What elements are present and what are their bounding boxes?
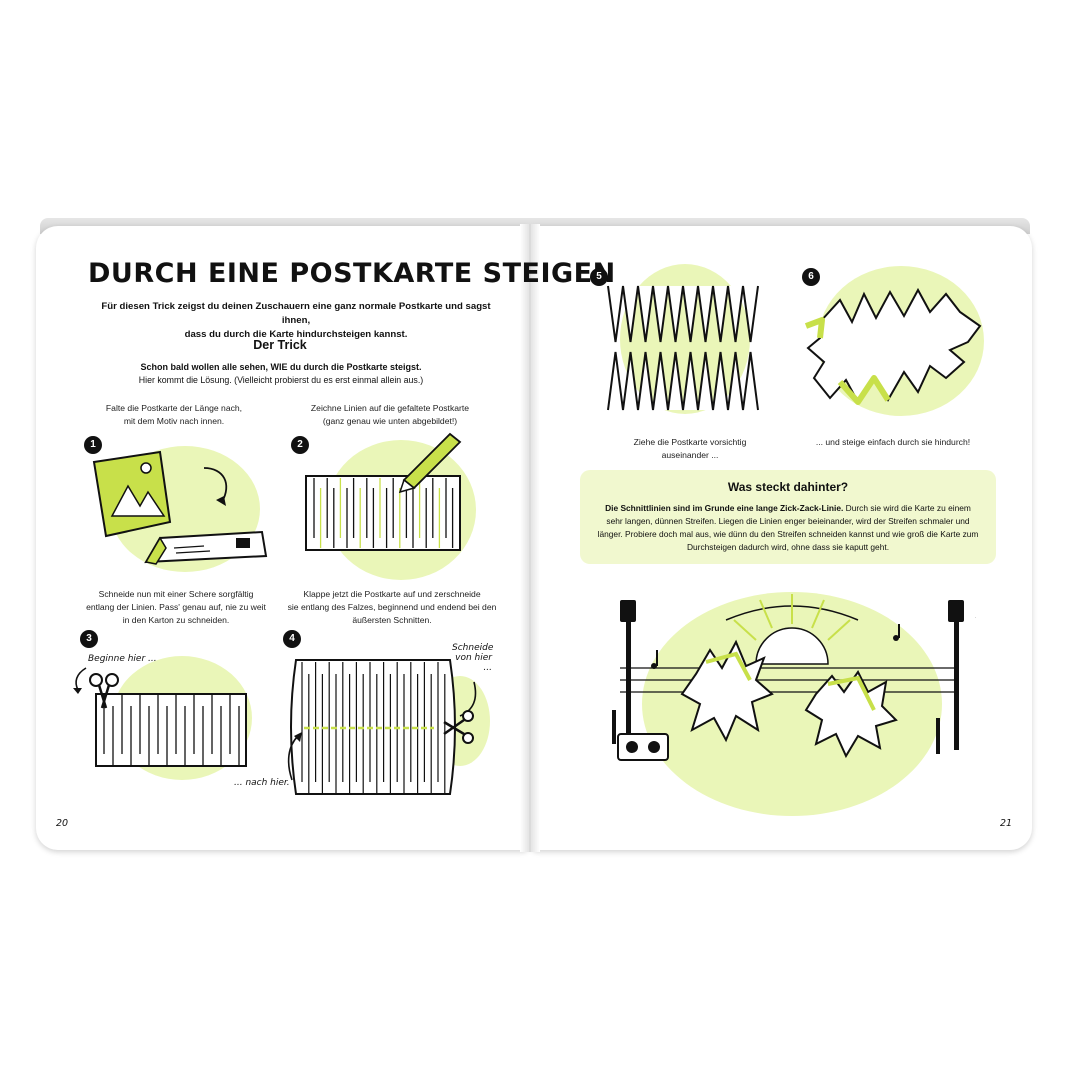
step-1-line-2: mit dem Motiv nach innen.: [123, 416, 225, 426]
step-3-line-1: Schneide nun mit einer Schere sorgfältig: [98, 589, 254, 599]
label-beginne-hier: Beginne hier ...: [88, 654, 157, 664]
step-6-badge: 6: [802, 268, 820, 286]
step-5-line-1: Ziehe die Postkarte vorsichtig: [633, 437, 747, 447]
folded-card-icon: [144, 530, 268, 565]
intro-text: Für diesen Trick zeigst du deinen Zuscha…: [86, 300, 506, 342]
intro-line-2: dass du durch die Karte hindurchsteigen …: [184, 329, 408, 340]
beach-dance-illustration: [612, 592, 976, 816]
scissors-icon: [89, 673, 119, 709]
lined-card-illustration: [305, 432, 462, 551]
step-4-text: Klappe jetzt die Postkarte auf und zersc…: [282, 588, 502, 627]
zigzag-cut-lines: [301, 662, 446, 794]
step-2-line-1: Zeichne Linien auf die gefaltete Postkar…: [310, 403, 470, 413]
lamp-post-left-icon: [620, 600, 636, 750]
cut-guide-lines: [313, 478, 454, 548]
step-2-text: Zeichne Linien auf die gefaltete Postkar…: [290, 402, 490, 428]
step-6-text: ... und steige einfach durch sie hindurc…: [808, 436, 978, 449]
step-2-line-2: (ganz genau wie unten abgebildet!): [322, 416, 458, 426]
step-3-badge: 3: [80, 630, 98, 648]
step-1-line-1: Falte die Postkarte der Länge nach,: [105, 403, 243, 413]
label-nach-hier: ... nach hier.: [234, 778, 290, 788]
step-1-badge: 1: [84, 436, 102, 454]
step-3-line-3: in den Karton zu schneiden.: [122, 615, 230, 625]
label-schneide-line-2: von hier ...: [455, 653, 492, 673]
zigzag-strip-bottom: [607, 351, 759, 411]
step-5-text: Ziehe die Postkarte vorsichtig auseinand…: [610, 436, 770, 462]
pencil-icon: [398, 432, 462, 494]
step-5-badge: 5: [590, 268, 608, 286]
page-number-left: 20: [56, 818, 69, 829]
dancing-ring-figures: [680, 639, 898, 759]
step-6-line-1: ... und steige einfach durch sie hindurc…: [815, 437, 971, 447]
music-note-icon: [651, 624, 900, 669]
label-schneide-line-1: Schneide: [452, 643, 494, 653]
postcard-fold-illustration: [92, 450, 268, 565]
info-box: [580, 470, 996, 564]
info-paragraph: Die Schnittlinien sind im Grunde eine la…: [596, 502, 980, 554]
step-1-text: Falte die Postkarte der Länge nach, mit …: [84, 402, 264, 428]
lead-normal: Hier kommt die Lösung. (Vielleicht probi…: [138, 375, 424, 385]
intro-line-1: Für diesen Trick zeigst du deinen Zuscha…: [101, 301, 491, 326]
postcard-image-icon: [92, 450, 172, 538]
page-number-right: 21: [1000, 818, 1013, 829]
info-bold: Die Schnittlinien sind im Grunde eine la…: [605, 503, 844, 513]
book-gutter: [520, 224, 540, 852]
unfolded-card-illustration: [287, 659, 477, 795]
step-4-badge: 4: [283, 630, 301, 648]
label-schneide-von-hier: Schneide von hier ...: [452, 643, 494, 673]
scissors-icon-2: [443, 710, 474, 744]
step-3-text: Schneide nun mit einer Schere sorgfältig…: [76, 588, 276, 627]
step-4-line-3: äußersten Schnitten.: [352, 615, 432, 625]
lead-bold: Schon bald wollen alle sehen, WIE du dur…: [140, 362, 422, 372]
lamp-post-right-icon: [948, 600, 964, 750]
page-title: DURCH EINE POSTKARTE STEIGEN: [88, 258, 616, 289]
pulled-apart-card-illustration: [607, 285, 759, 411]
step-4-line-2: sie entlang des Falzes, beginnend und en…: [287, 602, 497, 612]
ring-strip-illustration: [804, 287, 982, 405]
zigzag-strip-top: [607, 285, 759, 343]
step-4-line-1: Klappe jetzt die Postkarte auf und zersc…: [303, 589, 481, 599]
sun-icon: [733, 594, 851, 665]
info-body: Durch sie wird die Karte zu einem sehr l…: [597, 503, 979, 552]
cutting-illustration: [73, 667, 247, 767]
cut-lines: [103, 694, 240, 766]
step-5-line-2: auseinander ...: [661, 450, 719, 460]
boombox-icon: [617, 733, 669, 761]
step-2-badge: 2: [291, 436, 309, 454]
trick-heading: Der Trick: [253, 338, 307, 352]
info-heading: Was steckt dahinter?: [727, 480, 849, 494]
step-3-line-2: entlang der Linien. Pass' genau auf, nie…: [86, 602, 266, 612]
